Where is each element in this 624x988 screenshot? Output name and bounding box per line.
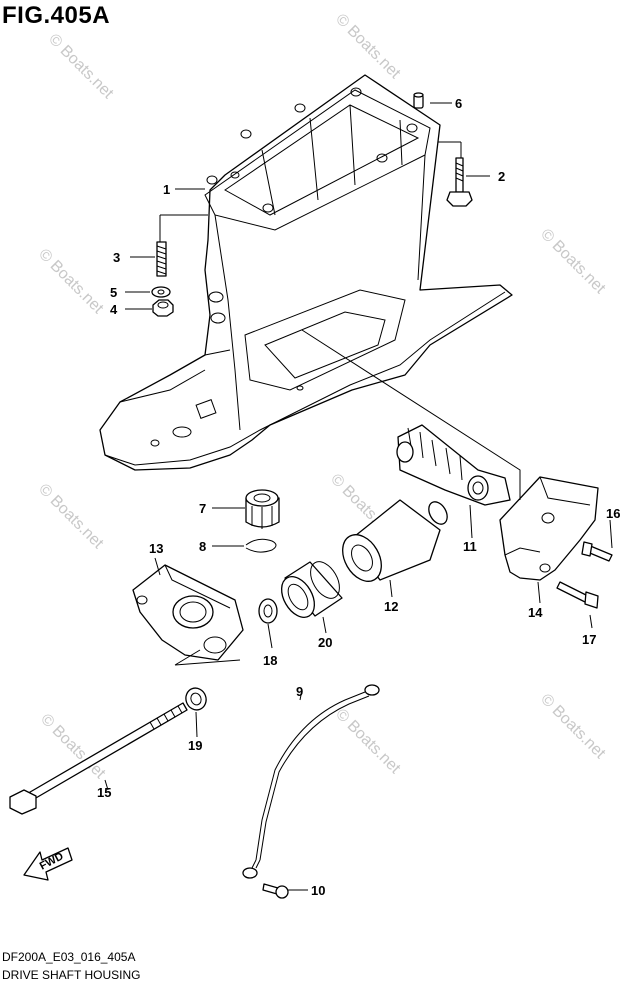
figure-title: FIG.405A <box>2 2 111 29</box>
mount-rubber <box>342 499 448 582</box>
watermark: © Boats.net <box>537 226 609 298</box>
watermark: © Boats.net <box>537 691 609 763</box>
bolt-16 <box>581 541 613 562</box>
drawing-name: DRIVE SHAFT HOUSING <box>2 968 141 982</box>
forward-direction-arrow: FWD <box>23 847 73 881</box>
nut-4 <box>152 299 174 317</box>
watermark: © Boats.net <box>45 31 117 103</box>
callout-11: 11 <box>463 539 477 554</box>
watermark: © Boats.net <box>332 11 404 83</box>
callout-17: 17 <box>582 632 596 647</box>
callout-8: 8 <box>199 539 206 554</box>
dowel-pin <box>413 92 424 109</box>
upper-mount-rubber <box>396 424 511 506</box>
mount-cover <box>499 476 599 581</box>
callout-10: 10 <box>311 883 325 898</box>
callout-1: 1 <box>163 182 170 197</box>
long-bolt <box>9 702 188 815</box>
callout-12: 12 <box>384 599 398 614</box>
callout-2: 2 <box>498 169 505 184</box>
stud-bolt <box>156 241 167 277</box>
callout-6: 6 <box>455 96 462 111</box>
clip-8 <box>245 538 277 553</box>
callout-16: 16 <box>606 506 620 521</box>
screw-10 <box>262 883 289 899</box>
callout-7: 7 <box>199 501 206 516</box>
callout-13: 13 <box>149 541 163 556</box>
callout-15: 15 <box>97 785 111 800</box>
drawing-code: DF200A_E03_016_405A <box>2 950 136 964</box>
bushing-20 <box>280 561 343 618</box>
washer-19 <box>185 687 207 711</box>
callout-4: 4 <box>110 302 118 317</box>
callout-19: 19 <box>188 738 202 753</box>
bolt-2 <box>446 157 473 207</box>
callouts: 1 2 3 4 5 6 7 8 9 10 11 12 13 14 15 16 1… <box>97 96 620 898</box>
callout-3: 3 <box>113 250 120 265</box>
callout-5: 5 <box>110 285 117 300</box>
callout-9: 9 <box>296 684 303 699</box>
drive-shaft-housing <box>99 74 513 471</box>
clamp-bracket <box>132 564 244 661</box>
watermark: © Boats.net <box>332 706 404 778</box>
washer-18 <box>258 598 278 624</box>
ground-wire <box>242 684 380 879</box>
watermark: © Boats.net <box>35 246 107 318</box>
callout-18: 18 <box>263 653 277 668</box>
washer-5 <box>151 286 171 298</box>
callout-14: 14 <box>528 605 543 620</box>
watermark: © Boats.net <box>35 481 107 553</box>
leader-lines <box>104 102 613 891</box>
callout-20: 20 <box>318 635 332 650</box>
bolt-17 <box>556 581 599 609</box>
grommet-7 <box>245 489 280 529</box>
